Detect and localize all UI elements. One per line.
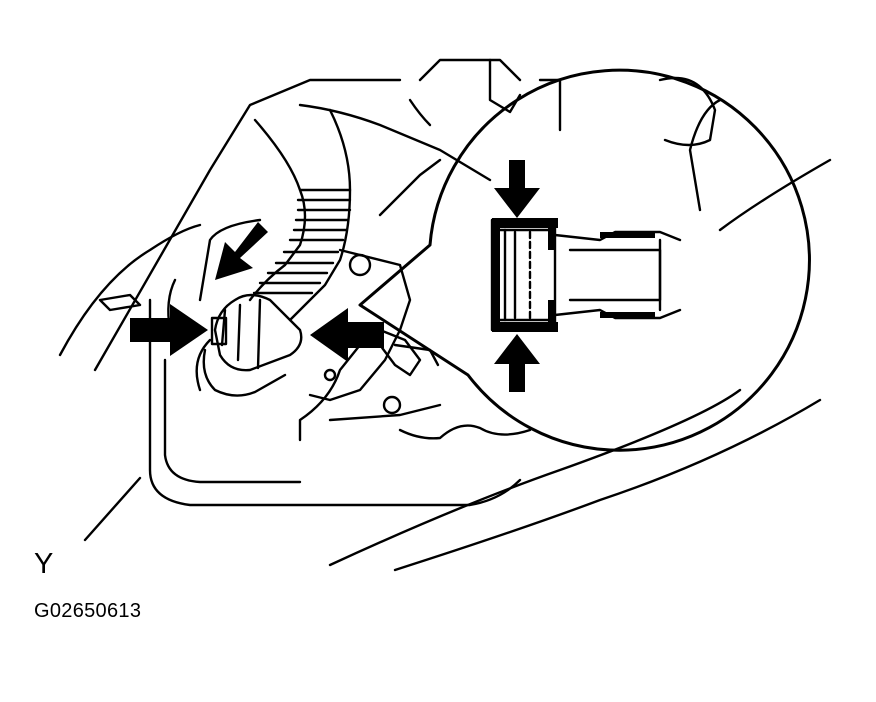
detail-arrow-top-icon xyxy=(494,160,540,218)
quick-connector xyxy=(202,293,303,397)
fuel-hose xyxy=(248,108,352,322)
arrow-upper-left-icon xyxy=(215,222,268,280)
view-label: Y xyxy=(34,548,54,580)
arrow-right-icon xyxy=(310,308,384,362)
arrow-left-icon xyxy=(130,304,208,356)
figure-code: G02650613 xyxy=(34,600,142,622)
detail-callout-outline xyxy=(358,68,811,452)
connector-section-fill xyxy=(492,218,655,332)
detail-arrow-bottom-icon xyxy=(494,334,540,392)
